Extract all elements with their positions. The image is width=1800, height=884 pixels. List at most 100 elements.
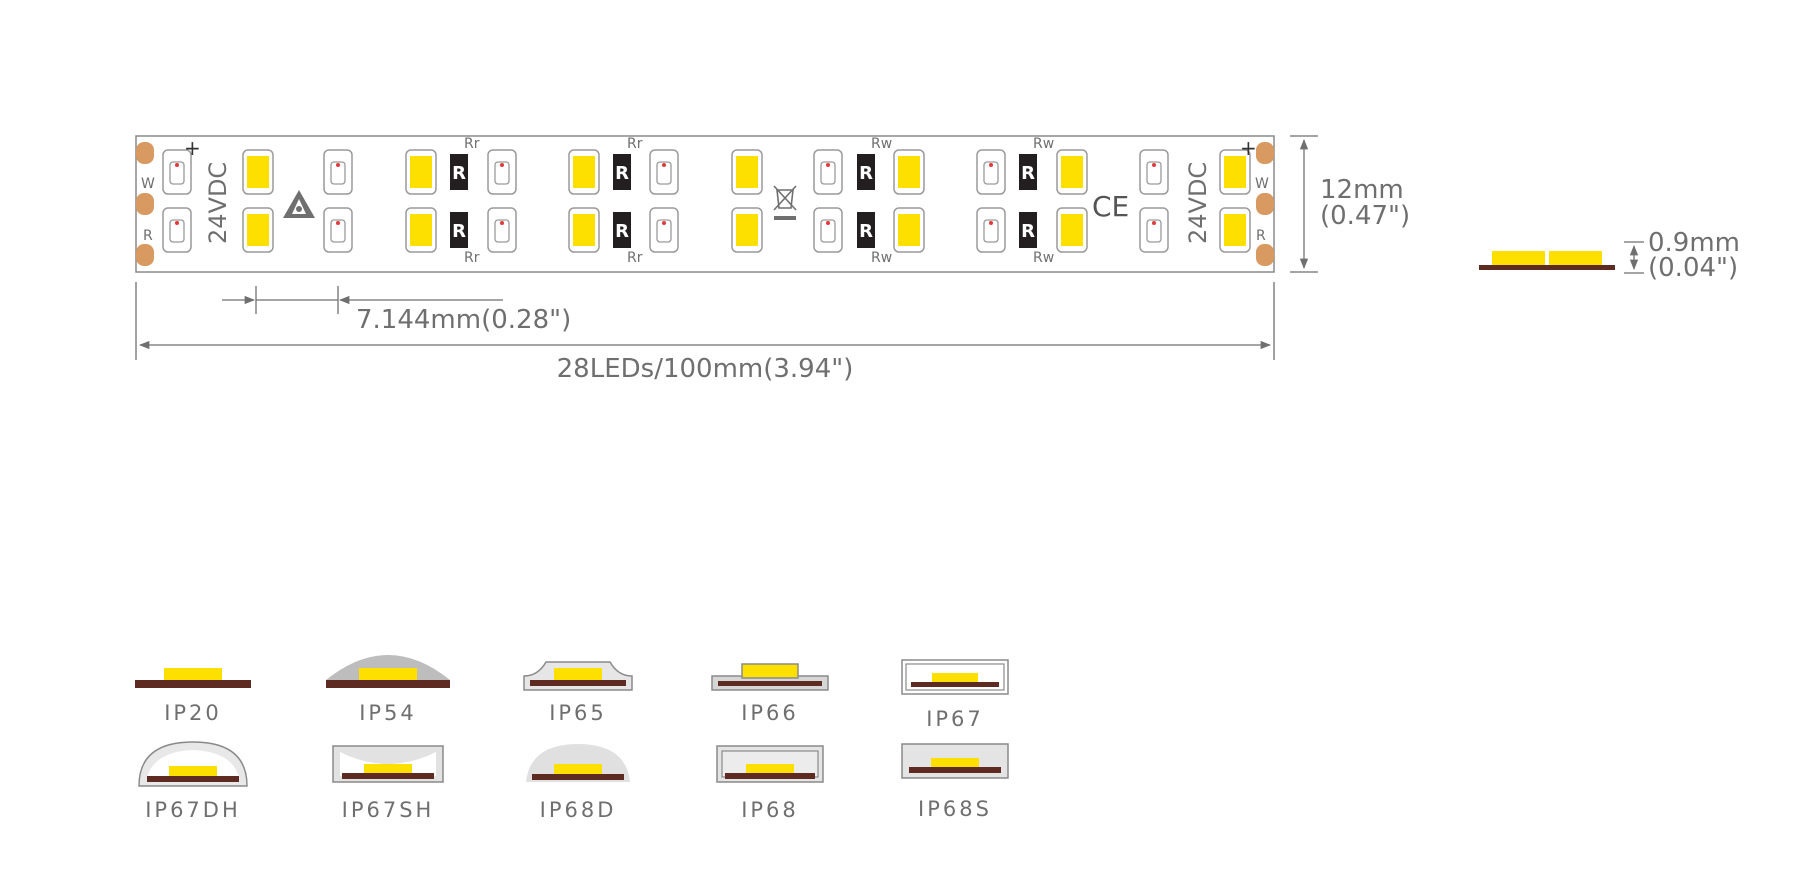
pad-right-mid	[1256, 193, 1274, 215]
resistor-label: Rw	[871, 136, 892, 152]
pitch-label: 7.144mm(0.28")	[356, 305, 571, 335]
width-dimension	[1290, 135, 1318, 273]
resistor-label: Rw	[1033, 250, 1054, 266]
yellow-led	[1219, 207, 1251, 253]
white-led-chip	[649, 207, 679, 253]
resistor-label: Rr	[464, 136, 480, 152]
yellow-led	[1056, 149, 1088, 195]
ip-rating-ip65: IP65	[523, 661, 633, 725]
side-led-2	[1549, 251, 1602, 265]
resistor: R Rw	[857, 212, 892, 266]
yellow-led	[893, 149, 925, 195]
pad-right-bottom	[1256, 244, 1274, 266]
resistor-letter: R	[859, 163, 873, 184]
yellow-led	[242, 207, 274, 253]
resistor-letter: R	[452, 163, 466, 184]
white-led-chip	[162, 207, 192, 253]
resistor: R Rr	[613, 136, 643, 190]
ip-rating-ip68: IP68	[716, 745, 824, 822]
white-led-chip	[487, 149, 517, 195]
resistor: R Rr	[450, 136, 480, 190]
ip-rating-ip20: IP20	[135, 668, 251, 725]
resistor-letter: R	[859, 221, 873, 242]
crossed-bin-icon	[773, 185, 797, 220]
white-led-chip	[976, 207, 1006, 253]
resistor-letter: R	[1021, 221, 1035, 242]
plus-sign-right: +	[1240, 136, 1257, 160]
yellow-led	[1056, 207, 1088, 253]
ip-rating-ip66: IP66	[711, 663, 829, 725]
resistor-label: Rw	[871, 250, 892, 266]
voltage-label-left: 24VDC	[204, 162, 232, 244]
resistor: R Rw	[1019, 136, 1054, 190]
ip-label: IP20	[164, 701, 222, 725]
pad-left-top	[136, 142, 154, 164]
yellow-led	[893, 207, 925, 253]
resistor-letter: R	[1021, 163, 1035, 184]
resistor-label: Rr	[627, 136, 643, 152]
width-label-mm: 12mm	[1320, 175, 1404, 205]
pad-right-top	[1256, 142, 1274, 164]
white-led-chip	[1139, 149, 1169, 195]
width-label-in: (0.47")	[1320, 201, 1410, 231]
ce-mark: CE	[1092, 190, 1129, 223]
length-dimension	[135, 282, 1275, 360]
resistor-letter: R	[452, 221, 466, 242]
ip-label: IP65	[549, 701, 607, 725]
ip-rating-ip54: IP54	[326, 655, 450, 725]
strip-components	[162, 149, 1251, 253]
pad-label-r-left: R	[143, 228, 153, 244]
ip-label: IP68	[741, 798, 799, 822]
white-led-chip	[487, 207, 517, 253]
yellow-led	[405, 149, 437, 195]
white-led-chip	[649, 149, 679, 195]
ip-label: IP66	[741, 701, 799, 725]
resistor: R Rr	[450, 212, 480, 266]
white-led-chip	[976, 149, 1006, 195]
yellow-led	[405, 207, 437, 253]
ip-rating-ip67: IP67	[901, 659, 1009, 731]
white-led-chip	[813, 207, 843, 253]
white-led-chip	[1139, 207, 1169, 253]
ip-rating-ip67sh: IP67SH	[332, 745, 444, 822]
resistor: R Rw	[857, 136, 892, 190]
ip-label: IP68S	[918, 797, 992, 821]
esd-warning-icon	[283, 190, 315, 218]
resistor: R Rr	[613, 212, 643, 266]
solder-pads	[136, 142, 1274, 266]
length-label: 28LEDs/100mm(3.94")	[557, 354, 854, 384]
ip-label: IP67SH	[342, 798, 435, 822]
pad-label-r-right: R	[1256, 228, 1266, 244]
side-led-1	[1492, 251, 1545, 265]
ip-label: IP68D	[540, 798, 617, 822]
side-pcb	[1479, 265, 1615, 270]
yellow-led	[1219, 149, 1251, 195]
ip-label: IP67DH	[145, 798, 241, 822]
resistor-label: Rr	[464, 250, 480, 266]
thickness-label-mm: 0.9mm	[1648, 228, 1740, 258]
plus-sign-left: +	[184, 136, 201, 160]
strip-side-profile	[1479, 241, 1644, 274]
voltage-label-right: 24VDC	[1184, 162, 1212, 244]
thickness-label-in: (0.04")	[1648, 253, 1738, 283]
pad-left-bottom	[136, 244, 154, 266]
yellow-led	[731, 207, 763, 253]
ip-rating-ip68s: IP68S	[901, 743, 1009, 821]
pitch-dimension	[222, 286, 503, 314]
resistor-label: Rw	[1033, 136, 1054, 152]
ip-rating-ip68d: IP68D	[526, 744, 630, 822]
white-led-chip	[813, 149, 843, 195]
resistor-letter: R	[615, 163, 629, 184]
white-led-chip	[323, 207, 353, 253]
resistor-label: Rr	[627, 250, 643, 266]
ip-rating-ip67dh: IP67DH	[138, 741, 248, 822]
yellow-led	[568, 207, 600, 253]
pad-label-w-left: W	[141, 176, 155, 192]
pad-label-w-right: W	[1255, 176, 1269, 192]
resistor-letter: R	[615, 221, 629, 242]
white-led-chip	[323, 149, 353, 195]
pad-left-mid	[136, 193, 154, 215]
